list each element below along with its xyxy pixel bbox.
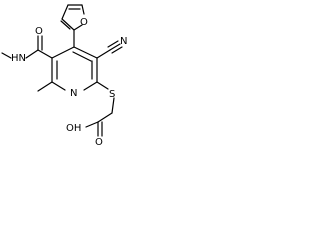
thio-s-label: S xyxy=(109,89,115,100)
nitrile-group xyxy=(96,40,123,59)
molecule-diagram: N O O HN N S O OH xyxy=(1,4,127,146)
acid-oh-label: OH xyxy=(66,123,81,134)
ring-n-label: N xyxy=(70,88,77,99)
thioacetic-chain xyxy=(85,81,115,137)
amide-o-label: O xyxy=(35,26,43,37)
pyridine-ring xyxy=(51,46,98,91)
acid-o-label: O xyxy=(95,137,103,146)
furan-ring xyxy=(60,4,85,48)
methyl-bond xyxy=(37,81,53,92)
furan-o-label: O xyxy=(80,17,88,28)
amide-nh-label: HN xyxy=(11,53,26,64)
amide-group xyxy=(1,35,53,59)
nitrile-n-label: N xyxy=(120,36,127,47)
